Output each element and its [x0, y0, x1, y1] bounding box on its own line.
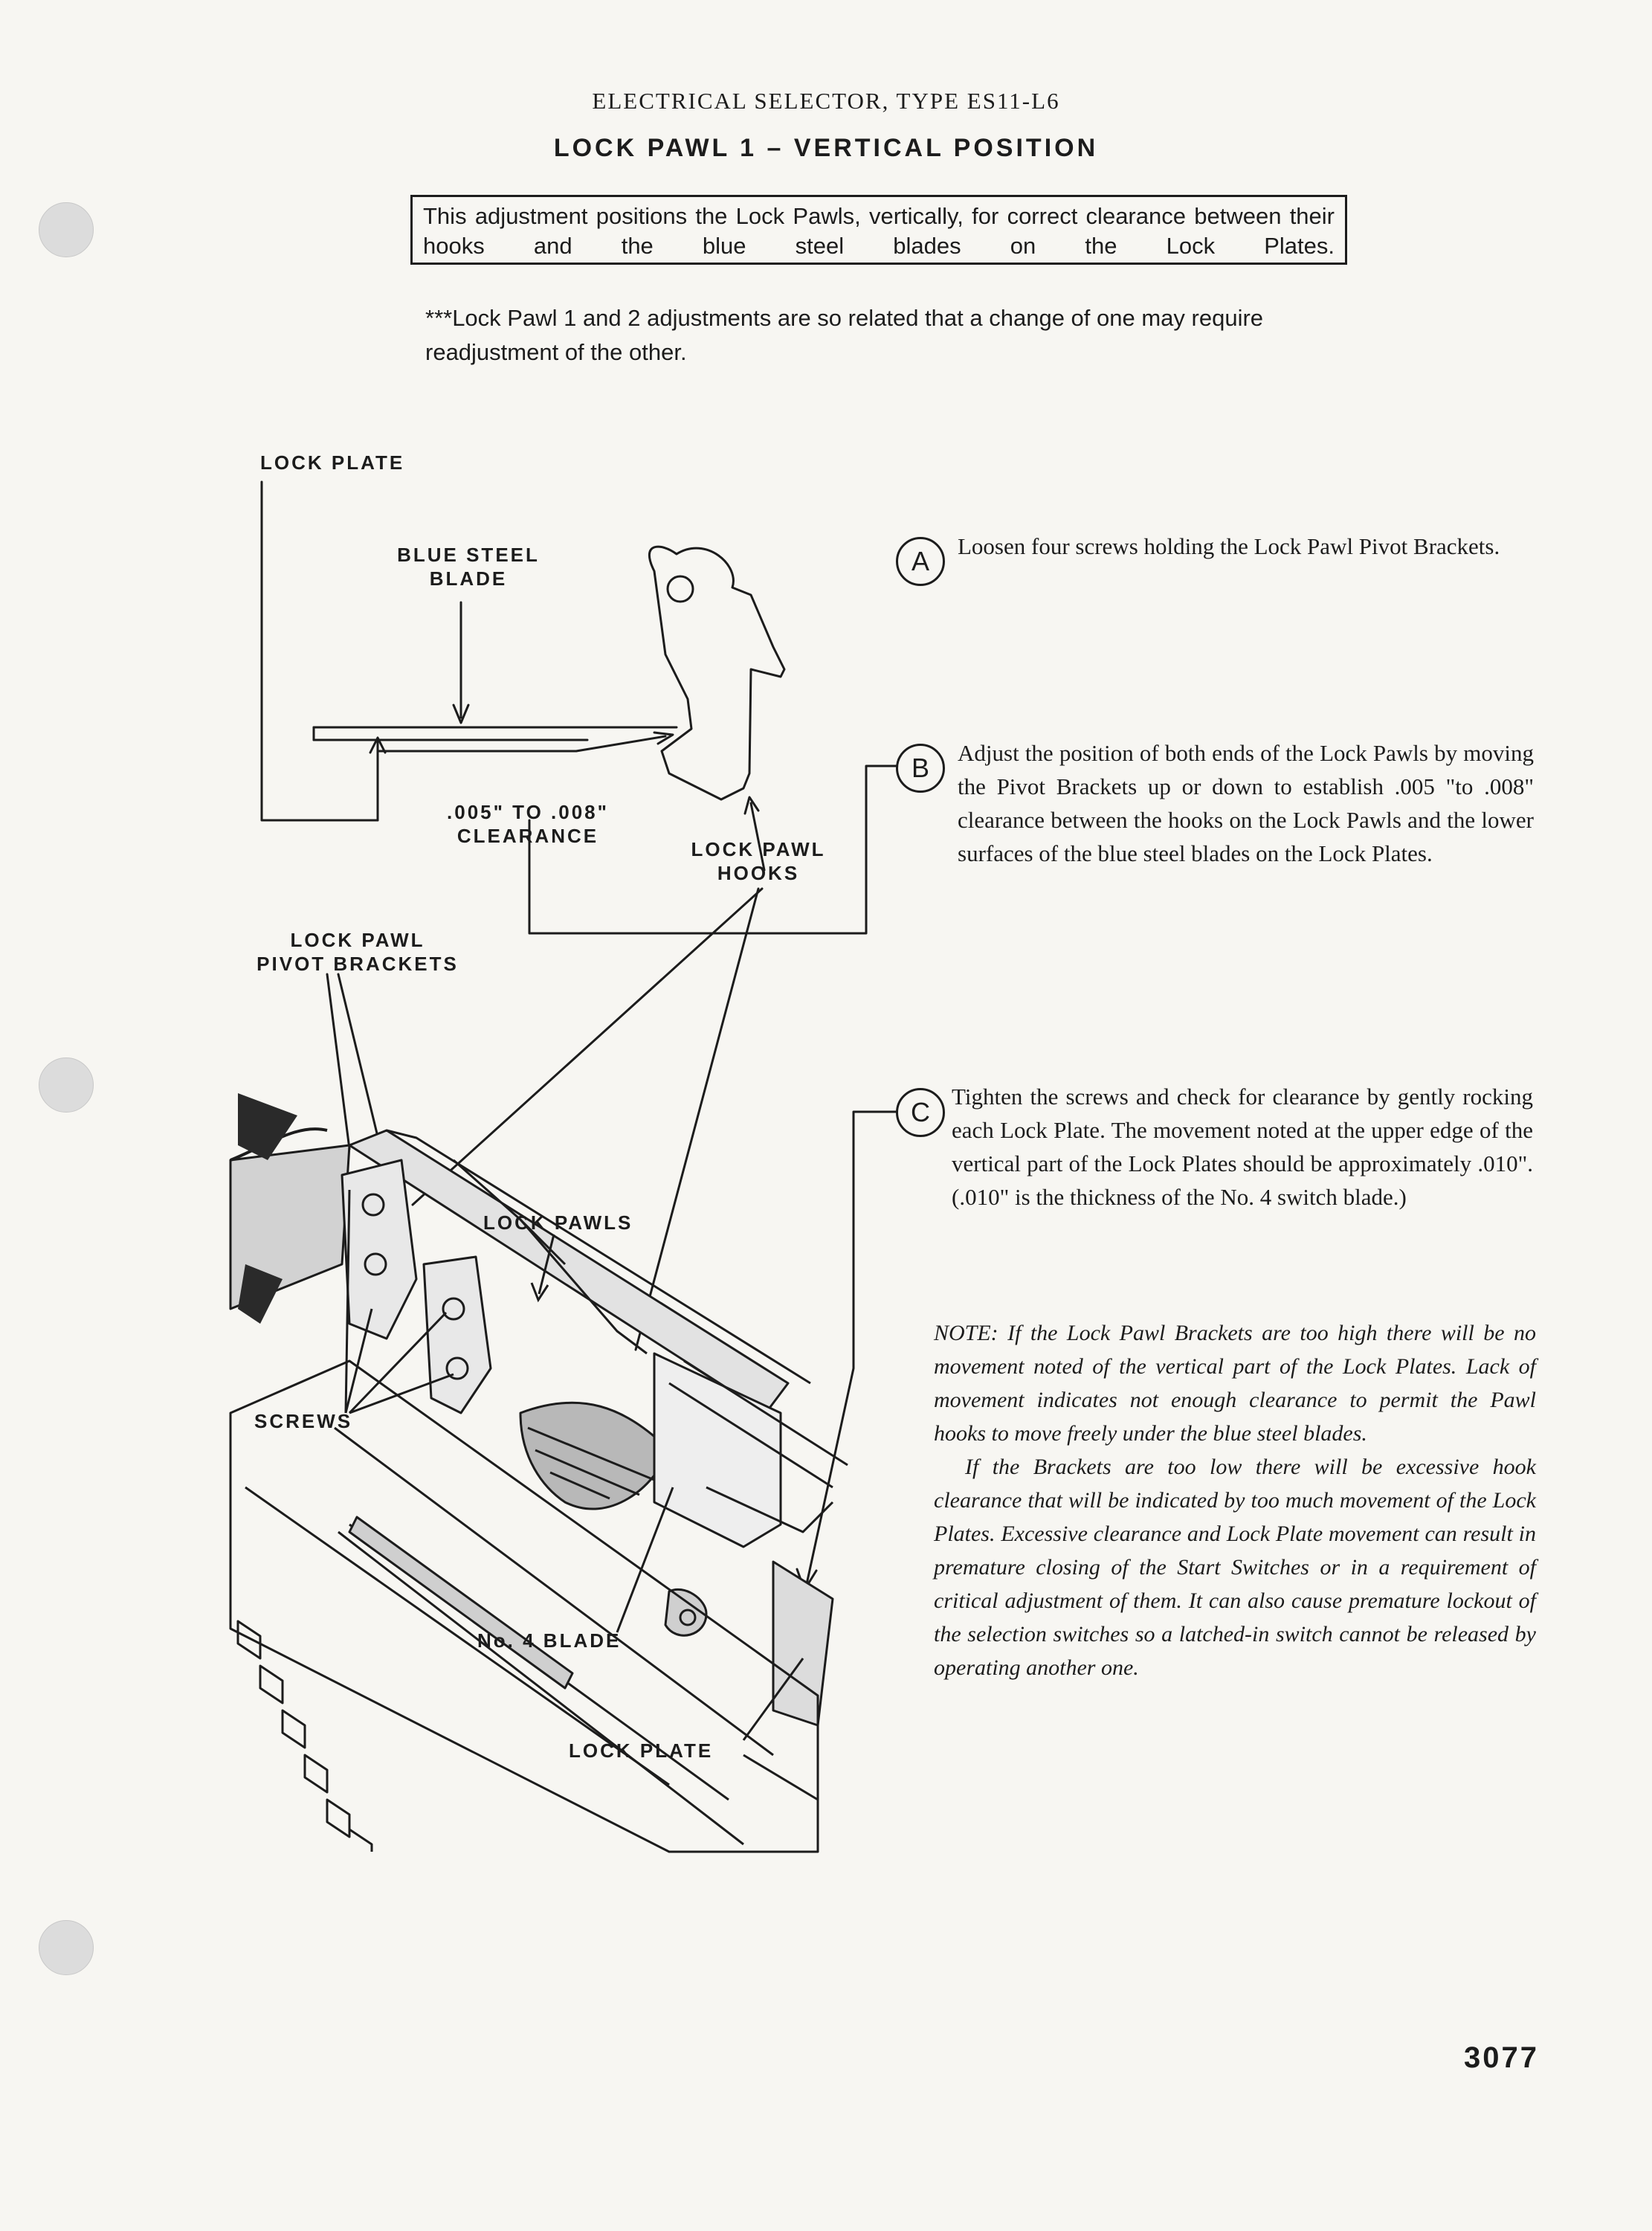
label-blue-steel-blade-line2: BLADE: [429, 567, 508, 590]
selector-isometric-drawing: [229, 1093, 848, 1853]
page-number: 3077: [1464, 2041, 1539, 2074]
intro-note: ***Lock Pawl 1 and 2 adjustments are so …: [425, 305, 1264, 365]
label-lock-plate-bottom: LOCK PLATE: [569, 1739, 714, 1762]
step-c-circle: C: [896, 1088, 945, 1137]
note-block: NOTE: If the Lock Pawl Brackets are too …: [934, 1316, 1536, 1684]
label-clearance: .005" TO .008" CLEARANCE: [416, 800, 639, 848]
binder-hole-bottom: [39, 1920, 94, 1975]
note-paragraph-2: If the Brackets are too low there will b…: [934, 1455, 1536, 1680]
label-clearance-line2: CLEARANCE: [456, 825, 599, 847]
label-lock-pawl-hooks-line2: HOOKS: [717, 862, 800, 884]
step-b-text: Adjust the position of both ends of the …: [958, 740, 1534, 866]
label-pivot-brackets: LOCK PAWL PIVOT BRACKETS: [242, 928, 473, 976]
label-blue-steel-blade: BLUE STEEL BLADE: [372, 543, 565, 590]
label-lock-pawls: LOCK PAWLS: [483, 1211, 633, 1234]
document-subtitle: ELECTRICAL SELECTOR, TYPE ES11-L6: [592, 88, 1060, 114]
step-a-text: Loosen four screws holding the Lock Pawl…: [958, 533, 1500, 559]
step-c-text: Tighten the screws and check for clearan…: [952, 1084, 1533, 1210]
label-blue-steel-blade-line1: BLUE STEEL: [397, 544, 540, 566]
label-pivot-brackets-line2: PIVOT BRACKETS: [256, 953, 459, 975]
step-a-circle: A: [896, 537, 945, 586]
label-lock-pawl-hooks-line1: LOCK PAWL: [691, 838, 826, 860]
label-pivot-brackets-line1: LOCK PAWL: [290, 929, 425, 951]
label-lock-plate-top: LOCK PLATE: [260, 451, 405, 474]
lock-pawl-outline: [648, 545, 786, 801]
note-paragraph-1: NOTE: If the Lock Pawl Brackets are too …: [934, 1321, 1536, 1446]
label-screws: SCREWS: [254, 1410, 353, 1432]
step-b-circle: B: [896, 744, 945, 793]
binder-hole-middle: [39, 1057, 94, 1113]
label-no4-blade: No. 4 BLADE: [477, 1629, 622, 1652]
label-clearance-line1: .005" TO .008": [447, 801, 609, 823]
label-lock-pawl-hooks: LOCK PAWL HOOKS: [677, 837, 840, 885]
intro-box: This adjustment positions the Lock Pawls…: [410, 195, 1347, 265]
binder-hole-top: [39, 202, 94, 257]
document-title: LOCK PAWL 1 – VERTICAL POSITION: [553, 134, 1099, 162]
lock-plate-schematic: [260, 480, 678, 822]
